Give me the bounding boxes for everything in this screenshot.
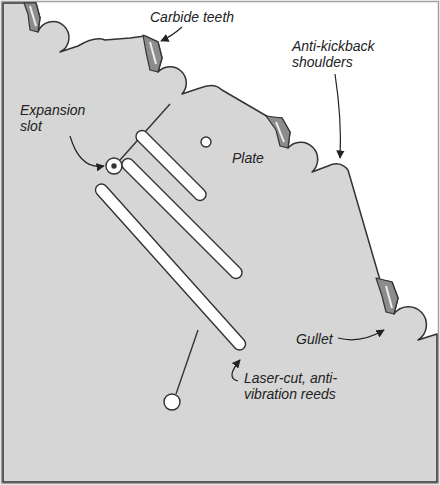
part-label: Gullet [296, 331, 346, 347]
part-label: Laser-cut, anti-vibration reeds [244, 370, 354, 402]
carbide-facet [30, 6, 392, 308]
part-label: Expansion slot [20, 102, 90, 134]
part-label: Plate [232, 150, 282, 166]
leader-arrow [70, 27, 384, 381]
carbide-tooth [24, 3, 398, 314]
part-label: Carbide teeth [150, 9, 260, 25]
blade-plate [3, 3, 437, 482]
anti-vibration-reed [95, 130, 245, 410]
part-label: Anti-kickback shoulders [292, 38, 392, 70]
